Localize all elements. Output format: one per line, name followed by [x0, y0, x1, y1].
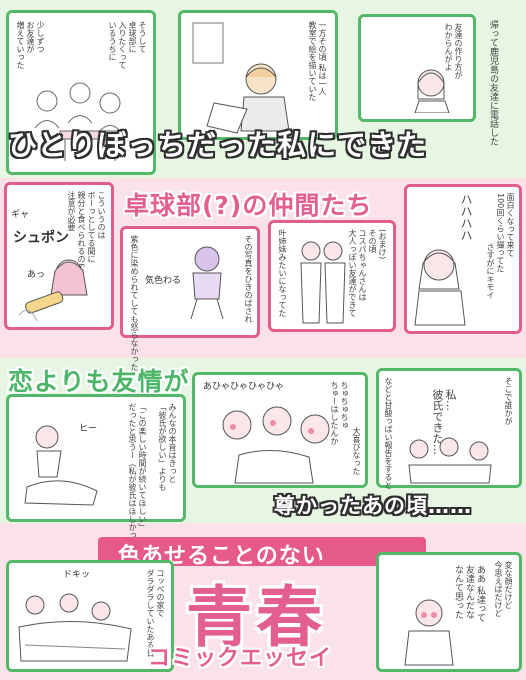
sketch-girl-drawing [192, 22, 290, 134]
headline-table-tennis-friends: 卓球部(?)の仲間たち [124, 191, 373, 220]
sketch-friends-listening [408, 437, 492, 484]
panel-purple-hair: 紫色に染められてしても怒らなかった その写真をひきのばされ 気色わる [120, 226, 260, 371]
panel-text: 叶姉妹みたいになってた [278, 229, 287, 317]
headline-comic-essay: コミックエッセイ [148, 646, 333, 671]
panel-text: コッペの家で ダラダラしていたある日 [146, 569, 165, 657]
sketch-excited-friends [222, 406, 330, 484]
sketch-lounging-friends [18, 593, 132, 662]
headline-friendship: 恋よりも友情が [8, 367, 190, 396]
panel-text: 一方その頃 私は一人 教室で絵を描いていた [308, 21, 327, 101]
sfx-chuchu: ちゅちゅちゅ ちゅーはしたんか [330, 381, 349, 445]
panel-lazy-day: コッペの家で ダラダラしていたある日 ドキッ [6, 560, 174, 672]
sfx-gya: ギャ [11, 210, 30, 220]
sfx-hii: ヒー [79, 424, 98, 434]
panel-text: そうして 卓球部に 入りたくって いるうちに [108, 21, 147, 69]
panel-text: こういうのは ボーっとしてる間に 親分と食べられるので 注意が必要 [67, 191, 106, 271]
panel-text: 少しずつ お友達が 増えていった [16, 21, 45, 69]
panel-text: そこで誰かが [504, 377, 513, 425]
sketch-girl-thinking [404, 599, 454, 666]
sketch-girl-on-phone [414, 69, 450, 113]
sketch-friends-group [34, 82, 123, 161]
sfx-ah: あっ [27, 270, 46, 280]
headline-youth: 青春 [186, 579, 326, 656]
caption-kagoshima-call: 帰って鹿児島の友達に電話した [488, 20, 498, 146]
sfx-doki: ドキッ [63, 570, 91, 580]
panel-text: 友達の作り方が わからんがよ [444, 23, 463, 79]
panel-shupon-bottle: こういうのは ボーっとしてる間に 親分と食べられるので 注意が必要 シュポン ギ… [4, 182, 114, 330]
panel-text: その写真をひきのばされ [244, 235, 253, 323]
panel-classroom-alone: 一方その頃 私は一人 教室で絵を描いていた [178, 10, 338, 140]
sketch-purple-hair-girl [190, 246, 224, 320]
panel-realizing-friends: 変な顔だけど 今思えばだけど ああ 私達って 友達なんだな なんて思った [376, 552, 522, 672]
sketch-giggling-girls [24, 425, 98, 506]
sfx-kimochi: 気色わる [145, 276, 182, 286]
panel-text: 紫色に染められてしても怒らなかった [130, 235, 139, 371]
panel-text: 面白くなって来て 100回くらい撮ってた [496, 193, 515, 273]
panel-true-feelings: みんなの本音はきっと 「彼氏が欲しい」よりも 「この楽しい時間が続いてほしい」 … [6, 394, 186, 571]
headline-precious-days: 尊かったあの頃…… [274, 494, 472, 518]
panel-laughing-crowd: あひゃひゃひゃひゃ ちゅちゅちゅ ちゅーはしたんか 大喜びなった [192, 372, 368, 488]
sketch-laughing-girl [414, 249, 466, 326]
sfx-shupon: シュポン [13, 230, 69, 246]
panel-text: (おまけ) その頃 コスパちゃんさんは 大人っぽい友達ができて [348, 229, 387, 317]
panel-phone-call: 友達の作り方が わからんがよ [358, 14, 476, 122]
panel-haha-laughing: 面白くなって来て 100回くらい撮ってた さすがにキモイ ハハハハ [404, 184, 522, 334]
panel-text: ああ 私達って 友達なんだな なんて思った [453, 565, 485, 622]
panel-table-tennis-club: そうして 卓球部に 入りたくって いるうちに 少しずつ お友達が 増えていった [6, 10, 156, 175]
headline-alone: ひとりぼっちだった私にできた [8, 128, 428, 162]
speech-boyfriend: 私… 彼氏できた… [431, 389, 457, 455]
panel-text: などと甘酸っぱい報告をすると [384, 377, 393, 489]
panel-kano-sisters: 叶姉妹みたいになってた (おまけ) その頃 コスパちゃんさんは 大人っぽい友達が… [268, 220, 396, 332]
panel-text: 「この楽しい時間が続いてほしい」 だったと思うー（私が彼氏はほしかったけど） [128, 403, 147, 571]
panel-text: 変な顔だけど 今思えばだけど [494, 561, 513, 617]
sketch-two-girls [300, 241, 346, 324]
sfx-haha: ハハハハ [459, 193, 473, 241]
sketch-girl-bottle [18, 259, 88, 322]
panel-text: みんなの本音はきっと 「彼氏が欲しい」よりも [158, 403, 177, 491]
panel-text: さすがにキモイ [486, 243, 495, 299]
sfx-ahya: あひゃひゃひゃひゃ [203, 382, 285, 392]
panel-boyfriend-report: そこで誰かが などと甘酸っぱい報告をすると 私… 彼氏できた… [376, 368, 522, 489]
panel-text: 大喜びなった [352, 427, 361, 475]
